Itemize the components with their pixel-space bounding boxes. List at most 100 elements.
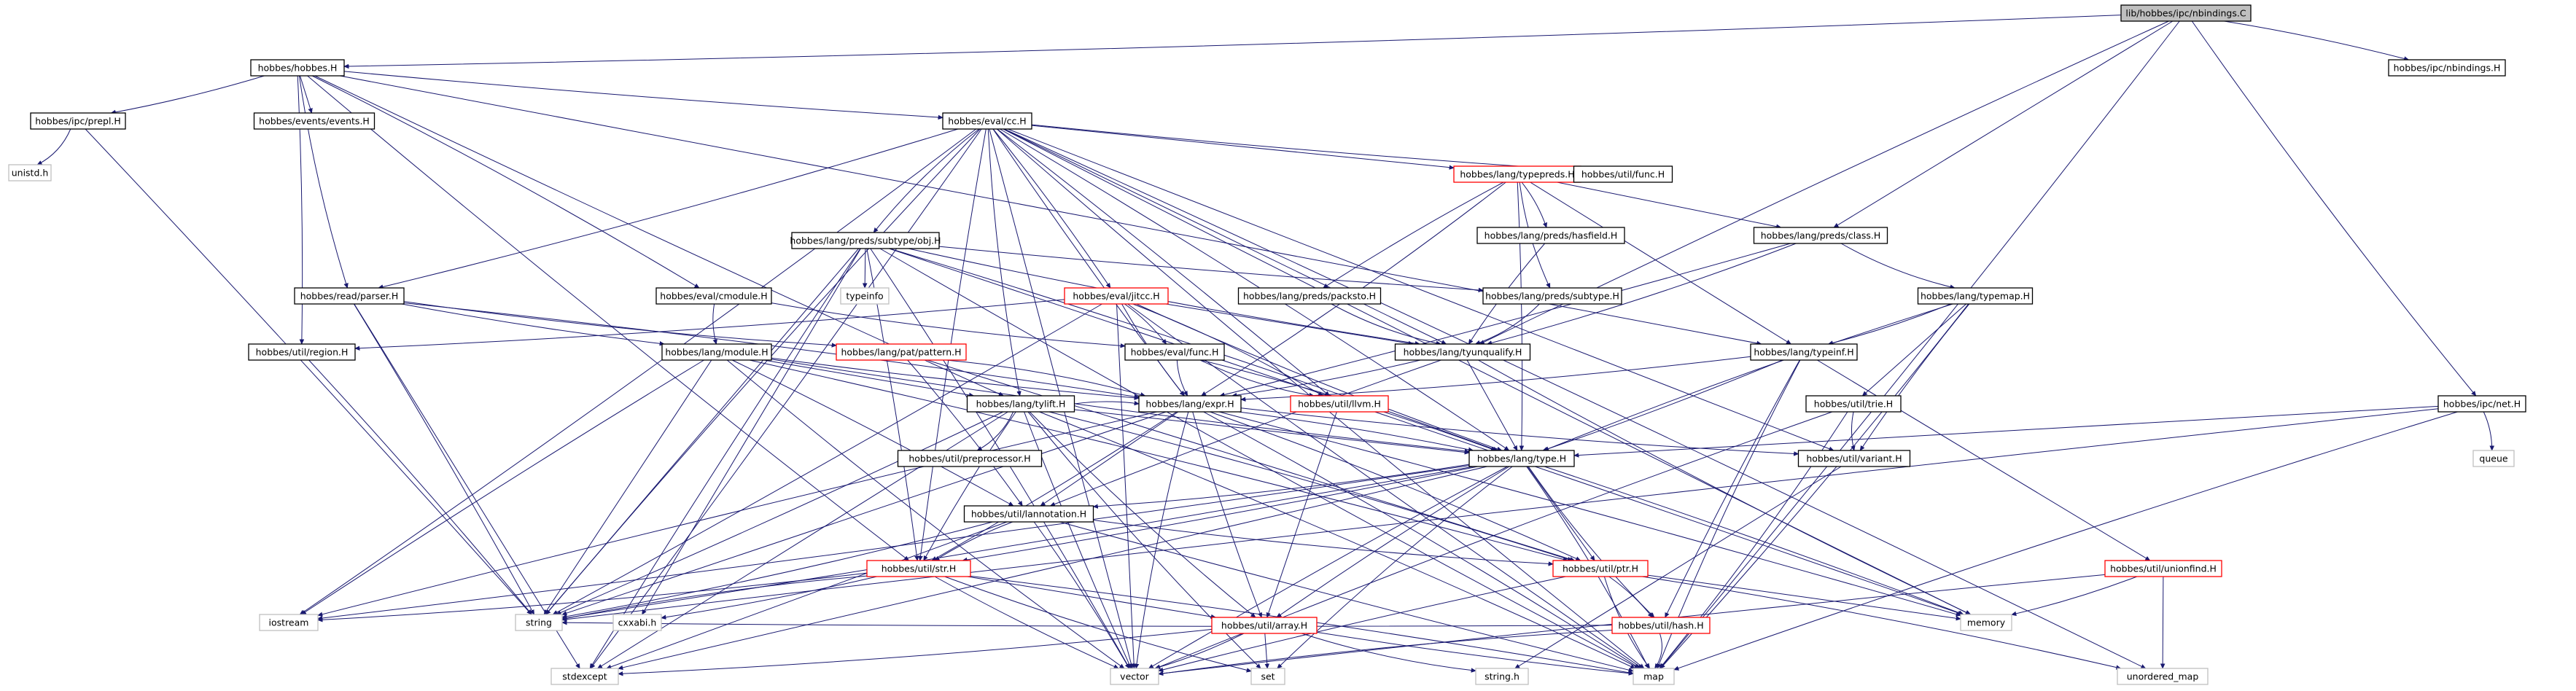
node-box	[248, 343, 356, 361]
node-box	[1482, 287, 1622, 305]
edge-typepreds-to-typeinf	[1530, 181, 1791, 344]
edge-preds_subtype_obj-to-preds_subtype	[938, 246, 1483, 290]
edge-pat_pattern-to-util_ptr	[927, 359, 1575, 561]
edge-typepreds-to-preds_hasfield	[1521, 181, 1546, 227]
node-stdexcept: stdexcept	[550, 668, 619, 685]
node-label: hobbes/ipc/net.H	[2443, 399, 2521, 410]
node-label: hobbes/ipc/nbindings.H	[2394, 63, 2501, 74]
node-util-hash[interactable]: hobbes/util/hash.H	[1611, 617, 1711, 634]
node-eval-jitcc[interactable]: hobbes/eval/jitcc.H	[1064, 287, 1169, 305]
edge-preds_class-to-tyunqualify	[1487, 243, 1797, 344]
node-box	[966, 395, 1075, 413]
node-label: hobbes/lang/preds/packsto.H	[1243, 291, 1376, 302]
edge-eval_cc-to-util_variant	[1008, 128, 1834, 450]
node-preds-packsto[interactable]: hobbes/lang/preds/packsto.H	[1237, 287, 1382, 305]
file-nodes: lib/hobbes/ipc/nbindings.C hobbes/hobbes.…	[8, 4, 2526, 685]
node-box	[1211, 617, 1318, 634]
edge-eval_jitcc-to-util_region	[355, 299, 1065, 348]
node-box	[1611, 617, 1711, 634]
node-util-array[interactable]: hobbes/util/array.H	[1211, 617, 1318, 634]
node-ipc-net[interactable]: hobbes/ipc/net.H	[2437, 395, 2526, 413]
edge-util_llvm-to-util_array	[1267, 411, 1337, 617]
node-lang-type[interactable]: hobbes/lang/type.H	[1468, 450, 1575, 467]
node-ipc-prepl[interactable]: hobbes/ipc/prepl.H	[30, 112, 126, 130]
edge-util_lannotation-to-util_ptr	[1093, 520, 1554, 564]
node-preds-subtype-obj[interactable]: hobbes/lang/preds/subtype/obj.H	[790, 232, 941, 249]
node-box	[2437, 395, 2526, 413]
node-ipc-nbindings-h[interactable]: hobbes/ipc/nbindings.H	[2388, 59, 2506, 77]
node-label: hobbes/util/hash.H	[1618, 620, 1703, 631]
node-util-func[interactable]: hobbes/util/func.H	[1573, 165, 1673, 183]
node-label: hobbes/read/parser.H	[300, 291, 399, 302]
node-util-preprocessor[interactable]: hobbes/util/preprocessor.H	[897, 450, 1043, 467]
node-eval-func[interactable]: hobbes/eval/func.H	[1124, 343, 1225, 361]
node-pat-pattern[interactable]: hobbes/lang/pat/pattern.H	[836, 343, 967, 361]
node-box	[8, 164, 52, 181]
node-preds-class[interactable]: hobbes/lang/preds/class.H	[1753, 227, 1888, 244]
edge-eval_cc-to-iostream	[300, 128, 977, 614]
edge-eval_jitcc-to-string	[553, 303, 1102, 615]
edge-util_trie-to-util_variant	[1851, 411, 1853, 450]
node-util-variant[interactable]: hobbes/util/variant.H	[1797, 450, 1911, 467]
node-preds-subtype[interactable]: hobbes/lang/preds/subtype.H	[1482, 287, 1622, 305]
edge-lang_type-to-set	[1277, 466, 1513, 668]
edge-tyunqualify-to-lang_type	[1466, 359, 1518, 450]
node-label: iostream	[269, 617, 309, 628]
edge-typemap-to-typeinf	[1829, 303, 1951, 344]
node-label: hobbes/lang/type.H	[1477, 453, 1566, 464]
edge-root-to-map	[1660, 20, 2180, 668]
edge-hobbes_h-to-util_region	[297, 75, 302, 344]
node-box	[897, 450, 1043, 467]
node-cxxabi: cxxabi.h	[612, 614, 662, 631]
node-eval-cmodule[interactable]: hobbes/eval/cmodule.H	[655, 287, 772, 305]
edge-eval_cc-to-tyunqualify	[1003, 128, 1447, 345]
edge-preds_packsto-to-tyunqualify	[1331, 303, 1441, 344]
node-box	[1138, 395, 1242, 413]
node-box	[791, 232, 940, 249]
node-util-lannotation[interactable]: hobbes/util/lannotation.H	[963, 505, 1094, 523]
node-hobbes-h[interactable]: hobbes/hobbes.H	[250, 59, 345, 77]
node-label: vector	[1120, 671, 1150, 682]
node-label: hobbes/lang/typeinf.H	[1754, 347, 1853, 358]
edge-read_parser-to-lang_module	[401, 303, 664, 344]
node-box	[866, 560, 971, 577]
node-lang-expr[interactable]: hobbes/lang/expr.H	[1138, 395, 1242, 413]
edge-tylift-to-util_str	[923, 411, 1016, 561]
edge-util_lannotation-to-stdexcept	[607, 521, 1008, 668]
node-preds-hasfield[interactable]: hobbes/lang/preds/hasfield.H	[1476, 227, 1625, 244]
edge-tyunqualify-to-memory	[1478, 359, 1970, 615]
node-tyunqualify[interactable]: hobbes/lang/tyunqualify.H	[1394, 343, 1531, 361]
node-events[interactable]: hobbes/events/events.H	[253, 112, 375, 130]
node-typepreds[interactable]: hobbes/lang/typepreds.H	[1453, 165, 1581, 183]
edge-typeinf-to-lang_type	[1543, 359, 1783, 450]
edge-util_ptr-to-vector	[1159, 576, 1566, 671]
node-util-trie[interactable]: hobbes/util/trie.H	[1805, 395, 1902, 413]
node-root[interactable]: lib/hobbes/ipc/nbindings.C	[2120, 4, 2252, 22]
edge-util_variant-to-string_h	[1515, 466, 1842, 668]
edge-lang_type-to-util_ptr	[1527, 466, 1595, 561]
node-box	[840, 287, 890, 305]
edge-util_hash-to-map	[1655, 633, 1662, 668]
node-box	[1475, 668, 1529, 685]
node-util-unionfind[interactable]: hobbes/util/unionfind.H	[2104, 560, 2222, 577]
node-label: hobbes/util/trie.H	[1814, 399, 1893, 410]
edge-tylift-to-vector	[1024, 411, 1132, 668]
node-box	[1064, 287, 1169, 305]
node-util-str[interactable]: hobbes/util/str.H	[866, 560, 971, 577]
node-util-region[interactable]: hobbes/util/region.H	[248, 343, 356, 361]
edge-eval_cc-to-tylift	[987, 128, 1019, 396]
node-typemap[interactable]: hobbes/lang/typemap.H	[1917, 287, 2034, 305]
node-tylift[interactable]: hobbes/lang/tylift.H	[966, 395, 1075, 413]
node-eval-cc[interactable]: hobbes/eval/cc.H	[942, 112, 1032, 130]
node-label: hobbes/eval/cc.H	[948, 116, 1026, 127]
edge-util_str-to-vector	[934, 576, 1118, 669]
node-read-parser[interactable]: hobbes/read/parser.H	[294, 287, 405, 305]
node-typeinf[interactable]: hobbes/lang/typeinf.H	[1750, 343, 1858, 361]
node-box	[1476, 227, 1625, 244]
node-label: lib/hobbes/ipc/nbindings.C	[2125, 8, 2246, 19]
node-util-llvm[interactable]: hobbes/util/llvm.H	[1290, 395, 1389, 413]
node-lang-module[interactable]: hobbes/lang/module.H	[661, 343, 772, 361]
edge-hobbes_h-to-ipc_prepl	[111, 75, 265, 113]
node-label: hobbes/util/array.H	[1221, 620, 1307, 631]
node-util-ptr[interactable]: hobbes/util/ptr.H	[1552, 560, 1649, 577]
